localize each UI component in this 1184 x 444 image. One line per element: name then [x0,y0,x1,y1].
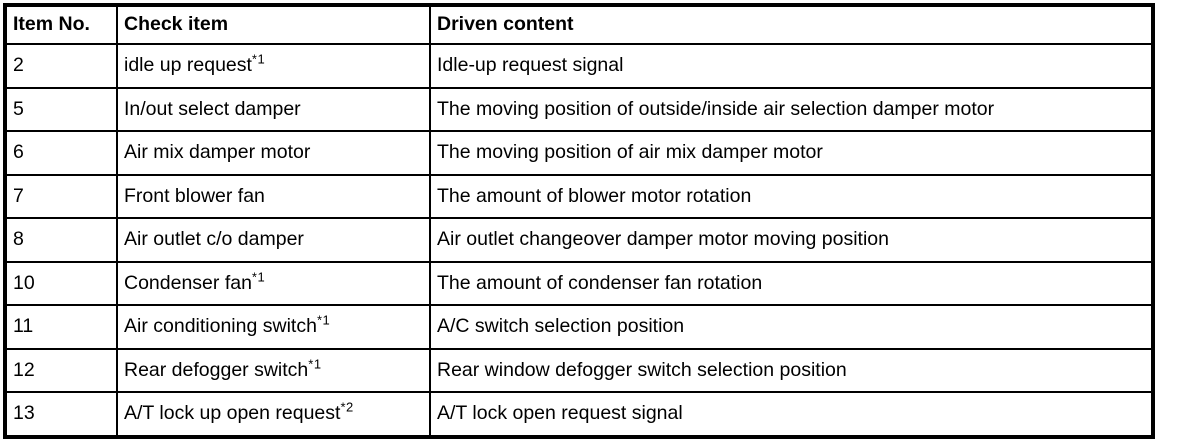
check-item-text: Air conditioning switch [124,315,317,338]
item-no-cell: 7 [4,173,118,219]
driven-content-cell: A/T lock open request signal [429,391,1154,438]
header-row: Item No. Check item Driven content [4,4,1154,45]
check-item-text: Front blower fan [124,184,265,207]
table-row: 2 idle up request*1 Idle-up request sign… [4,43,1154,89]
check-item-cell: idle up request*1 [116,43,431,89]
footnote-marker: *1 [251,51,266,67]
check-item-cell: Rear defogger switch*1 [116,347,431,393]
driven-content-cell: A/C switch selection position [429,304,1154,350]
check-item-cell: Condenser fan*1 [116,260,431,306]
footnote-marker: *1 [251,269,266,285]
check-item-text: A/T lock up open request [124,402,341,425]
check-item-text: idle up request [124,54,252,77]
item-no-cell: 8 [4,217,118,263]
check-item-text: Rear defogger switch [124,358,309,381]
item-no-cell: 6 [4,130,118,176]
table-row: 7 Front blower fan The amount of blower … [4,173,1154,219]
header-check-item: Check item [116,4,431,45]
driven-content-cell: The moving position of outside/inside ai… [429,86,1154,132]
table-row: 8 Air outlet c/o damper Air outlet chang… [4,217,1154,263]
driven-content-cell: Idle-up request signal [429,43,1154,89]
footnote-marker: *1 [316,312,331,328]
item-no-cell: 10 [4,260,118,306]
item-no-cell: 12 [4,347,118,393]
item-no-cell: 5 [4,86,118,132]
check-item-text: Air mix damper motor [124,141,311,164]
header-driven-content: Driven content [429,4,1154,45]
table-row: 10 Condenser fan*1 The amount of condens… [4,260,1154,306]
footnote-marker: *1 [308,356,322,372]
check-item-cell: Air conditioning switch*1 [116,304,431,350]
check-item-text: Air outlet c/o damper [124,228,304,251]
driven-content-cell: Air outlet changeover damper motor movin… [429,217,1154,263]
check-item-cell: In/out select damper [116,86,431,132]
driven-content-cell: The moving position of air mix damper mo… [429,130,1154,176]
table-row: 6 Air mix damper motor The moving positi… [4,130,1154,176]
check-item-table: Item No. Check item Driven content 2 idl… [3,3,1155,439]
check-item-text: Condenser fan [124,271,252,294]
item-no-cell: 11 [4,304,118,350]
header-item-no: Item No. [4,4,118,45]
check-item-cell: Front blower fan [116,173,431,219]
item-no-cell: 13 [4,391,118,438]
driven-content-cell: The amount of blower motor rotation [429,173,1154,219]
table-row: 11 Air conditioning switch*1 A/C switch … [4,304,1154,350]
check-item-text: In/out select damper [124,97,301,120]
check-item-cell: A/T lock up open request*2 [116,391,431,438]
item-no-cell: 2 [4,43,118,89]
check-item-cell: Air outlet c/o damper [116,217,431,263]
driven-content-cell: The amount of condenser fan rotation [429,260,1154,306]
table-row: 5 In/out select damper The moving positi… [4,86,1154,132]
table-row: 12 Rear defogger switch*1 Rear window de… [4,347,1154,393]
driven-content-cell: Rear window defogger switch selection po… [429,347,1154,393]
table-row: 13 A/T lock up open request*2 A/T lock o… [4,391,1154,438]
check-item-cell: Air mix damper motor [116,130,431,176]
footnote-marker: *2 [340,399,354,415]
